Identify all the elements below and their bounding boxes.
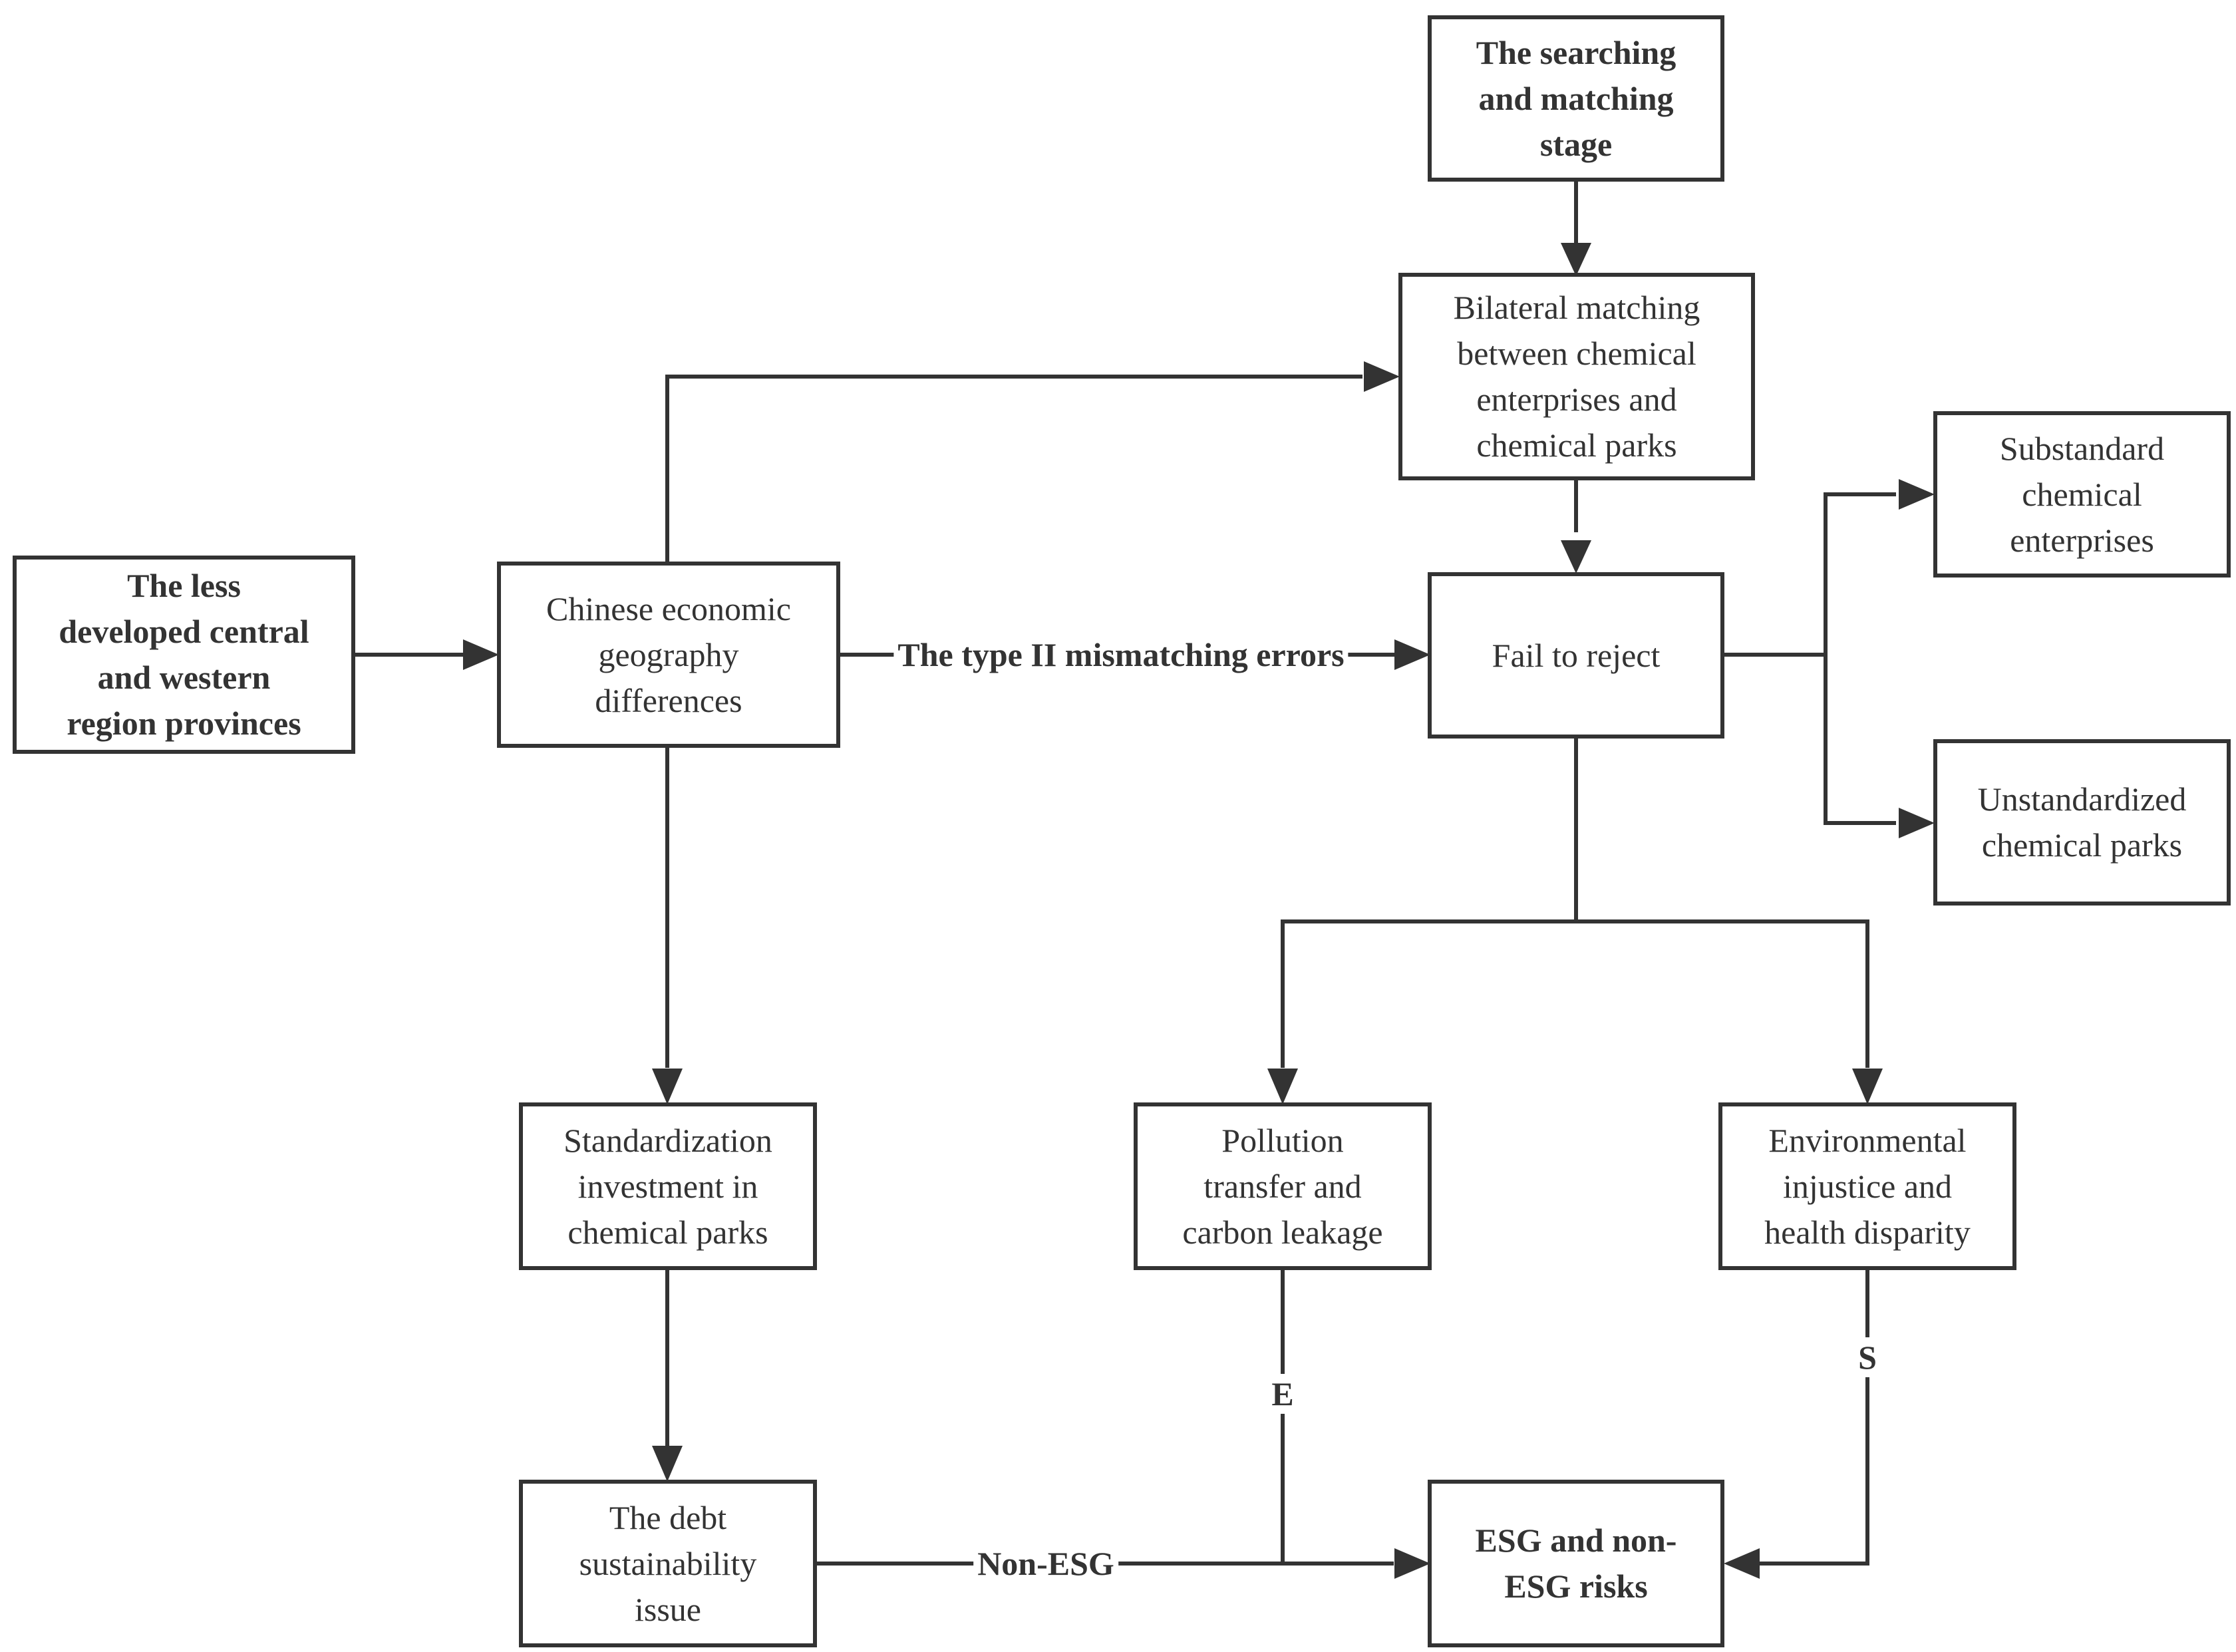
node-less-developed: The less developed central and western r…: [13, 556, 355, 754]
edge-label-s: S: [1854, 1337, 1881, 1377]
edge-label-type-ii-errors: The type II mismatching errors: [893, 635, 1349, 675]
node-searching-stage: The searching and matching stage: [1428, 15, 1724, 182]
node-substandard-enterprises: Substandard chemical enterprises: [1933, 411, 2231, 578]
node-chinese-geography: Chinese economic geography differences: [497, 562, 840, 748]
edge-fail-to-substandard: [1723, 492, 1896, 657]
edge-fail-to-pollution: [1281, 919, 1869, 1068]
arrowhead-esg-left: [1394, 1548, 1430, 1579]
node-debt-sustainability: The debt sustainability issue: [519, 1480, 817, 1647]
node-environmental-injustice: Environmental injustice and health dispa…: [1718, 1102, 2016, 1270]
arrowhead-substandard-left: [1899, 479, 1935, 510]
arrowhead-geography-left: [463, 639, 499, 670]
node-esg-risks: ESG and non- ESG risks: [1428, 1480, 1724, 1647]
arrowhead-fail-left: [1394, 639, 1430, 670]
arrowhead-standardization-top: [652, 1069, 683, 1104]
edge-label-non-esg: Non-ESG: [973, 1544, 1118, 1583]
arrowhead-debt-top: [652, 1446, 683, 1482]
edge-label-e: E: [1267, 1374, 1298, 1414]
arrowhead-esg-right: [1724, 1548, 1760, 1579]
node-standardization-investment: Standardization investment in chemical p…: [519, 1102, 817, 1270]
node-bilateral-matching: Bilateral matching between chemical ente…: [1398, 273, 1755, 480]
edge-geography-to-bilateral: [665, 375, 1362, 562]
edge-environmental-to-esg: [1756, 1269, 1869, 1566]
node-unstandardized-parks: Unstandardized chemical parks: [1933, 739, 2231, 906]
node-pollution-transfer: Pollution transfer and carbon leakage: [1134, 1102, 1432, 1270]
node-fail-to-reject: Fail to reject: [1428, 572, 1724, 739]
arrowhead-bilateral-left: [1364, 361, 1400, 392]
arrowhead-bilateral-top: [1561, 243, 1591, 276]
arrowhead-environmental-top: [1852, 1069, 1883, 1104]
arrowhead-unstandardized-left: [1899, 808, 1935, 838]
edge-fail-to-unstandardized: [1824, 655, 1896, 825]
arrowhead-fail-top: [1561, 540, 1591, 574]
arrowhead-pollution-top: [1267, 1069, 1298, 1104]
